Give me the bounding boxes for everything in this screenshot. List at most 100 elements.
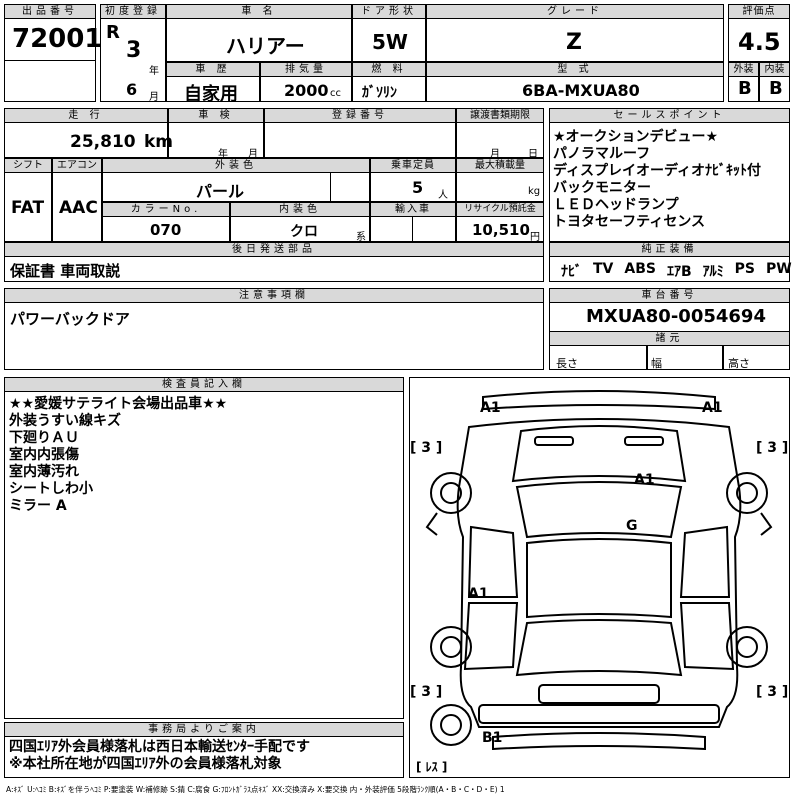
door-cell: [352, 18, 426, 62]
score-label: 評価点: [728, 4, 790, 19]
equipment-item: ﾅﾋﾞ: [561, 264, 582, 280]
model-cell: [426, 76, 724, 102]
later-parts: 保証書 車両取説: [10, 262, 121, 280]
tire-front-left: [ 3 ]: [410, 440, 443, 456]
exterior-cell: [728, 76, 759, 102]
recycle-cell: [456, 216, 544, 242]
mileage-cell: [4, 122, 168, 158]
equipment-item: PW: [766, 261, 792, 277]
ext-color: パール: [196, 182, 245, 201]
history-label: 車 歴: [166, 62, 260, 77]
notes-label: 注意事項欄: [4, 288, 544, 303]
exterior-grade: B: [738, 78, 752, 99]
height-cell: [723, 345, 790, 370]
equipment-item: ｴｱB: [666, 264, 692, 280]
ext-color-label: 外装色: [102, 158, 370, 173]
shift: FAT: [11, 198, 45, 218]
transfer-cell: [456, 122, 544, 158]
sales-point: ＬＥＤヘッドランプ: [553, 197, 679, 213]
score: 4.5: [738, 28, 781, 56]
first-reg-cell: [100, 18, 166, 102]
int-color-label: 内装色: [230, 202, 370, 217]
transfer-day-unit: 日: [528, 149, 538, 160]
later-parts-cell: [4, 256, 544, 282]
sales-points-label: セールスポイント: [549, 108, 790, 123]
sales-point: トヨタセーフティセンス: [553, 214, 706, 230]
dims-label: 諸元: [549, 331, 790, 346]
width-label: 幅: [651, 357, 662, 370]
car-name-label: 車 名: [166, 4, 352, 19]
capacity-unit: 人: [438, 190, 448, 201]
lot-label: 出品番号: [4, 4, 96, 19]
office-lines: 四国ｴﾘｱ外会員様落札は西日本輸送ｾﾝﾀｰ手配です ※本社所在地が四国ｴﾘｱ外の…: [9, 739, 310, 773]
insp-year-unit: 年: [218, 149, 228, 160]
max-load-cell: [456, 172, 544, 202]
sales-points-list: ★オークションデビュー★ パノラマルーフ ディスプレイオーディオﾅﾋﾞｷｯﾄ付 …: [553, 129, 761, 231]
year: 3: [126, 38, 142, 63]
ac-cell: [52, 172, 102, 242]
office-label: 事務局よりご案内: [4, 722, 404, 737]
equipment-item: TV: [593, 261, 614, 277]
length-cell: [549, 345, 647, 370]
office-cell: [4, 736, 404, 778]
displacement-label: 排気量: [260, 62, 352, 77]
door-type: 5W: [372, 30, 408, 54]
model: 6BA-MXUA80: [522, 81, 640, 100]
grade-cell: [426, 18, 724, 62]
shift-label: シフト: [4, 158, 52, 173]
score-cell: [728, 18, 790, 62]
capacity-cell: [370, 172, 456, 202]
tire-rear-left: [ 3 ]: [410, 684, 443, 700]
import-label: 輸入車: [370, 202, 456, 217]
model-label: 型 式: [426, 62, 724, 77]
inspector-line: ★★愛媛サテライト会場出品車★★: [9, 396, 228, 412]
car-outline-icon: [425, 390, 773, 751]
era: R: [106, 22, 120, 43]
tire-front-right: [ 3 ]: [756, 440, 789, 456]
fuel-label: 燃 料: [352, 62, 426, 77]
car-name-cell: [166, 18, 352, 62]
transfer-month-unit: 月: [490, 149, 500, 160]
lot-number: 72001: [12, 24, 103, 54]
equipment-label: 純正装備: [549, 242, 790, 257]
grade: Z: [566, 30, 582, 55]
tire-rear-right: [ 3 ]: [756, 684, 789, 700]
recycle-label: リサイクル預託金: [456, 202, 544, 217]
inspector-line: 下廻りＡＵ: [9, 430, 79, 446]
color-no: 070: [150, 221, 182, 239]
chassis-number: MXUA80-0054694: [586, 306, 766, 327]
mark-rear-bumper: B1: [482, 730, 503, 746]
height-label: 高さ: [728, 357, 750, 370]
reg-no-cell: [264, 122, 456, 158]
car-name: ハリアー: [226, 34, 305, 58]
notes-cell: [4, 302, 544, 370]
inspector-label: 検査員記入欄: [4, 377, 404, 392]
exterior-label: 外装: [728, 62, 759, 77]
fuel: ｶﾞｿﾘﾝ: [362, 85, 397, 101]
year-unit: 年: [149, 66, 159, 77]
inspector-lines: ★★愛媛サテライト会場出品車★★ 外装うすい線キズ 下廻りＡＵ 室内内張傷 室内…: [9, 396, 227, 515]
color-no-cell: [102, 216, 230, 242]
inspection-cell: [168, 122, 264, 158]
chassis-label: 車台番号: [549, 288, 790, 303]
history-cell: [166, 76, 260, 102]
displacement-cell: [260, 76, 352, 102]
inspector-line: シートしわ小: [9, 481, 93, 497]
mark-left-door: A1: [468, 586, 489, 602]
sales-point: ★オークションデビュー★: [553, 129, 719, 145]
int-color: クロ: [290, 224, 318, 240]
recycle-unit: 円: [530, 232, 540, 243]
inspector-cell: [4, 391, 404, 719]
mark-front-right: A1: [702, 400, 723, 416]
int-color-cell: [230, 216, 370, 242]
car-diagram: [409, 377, 790, 778]
recycle: 10,510: [472, 221, 530, 239]
displacement: 2000: [284, 81, 329, 100]
capacity-label: 乗車定員: [370, 158, 456, 173]
equipment-item: ｱﾙﾐ: [702, 264, 724, 280]
first-reg-label: 初度登録: [100, 4, 166, 19]
mark-windshield: G: [626, 518, 638, 534]
month-unit: 月: [149, 92, 159, 103]
ac-label: エアコン: [52, 158, 102, 173]
sales-point: ディスプレイオーディオﾅﾋﾞｷｯﾄ付: [553, 163, 762, 179]
